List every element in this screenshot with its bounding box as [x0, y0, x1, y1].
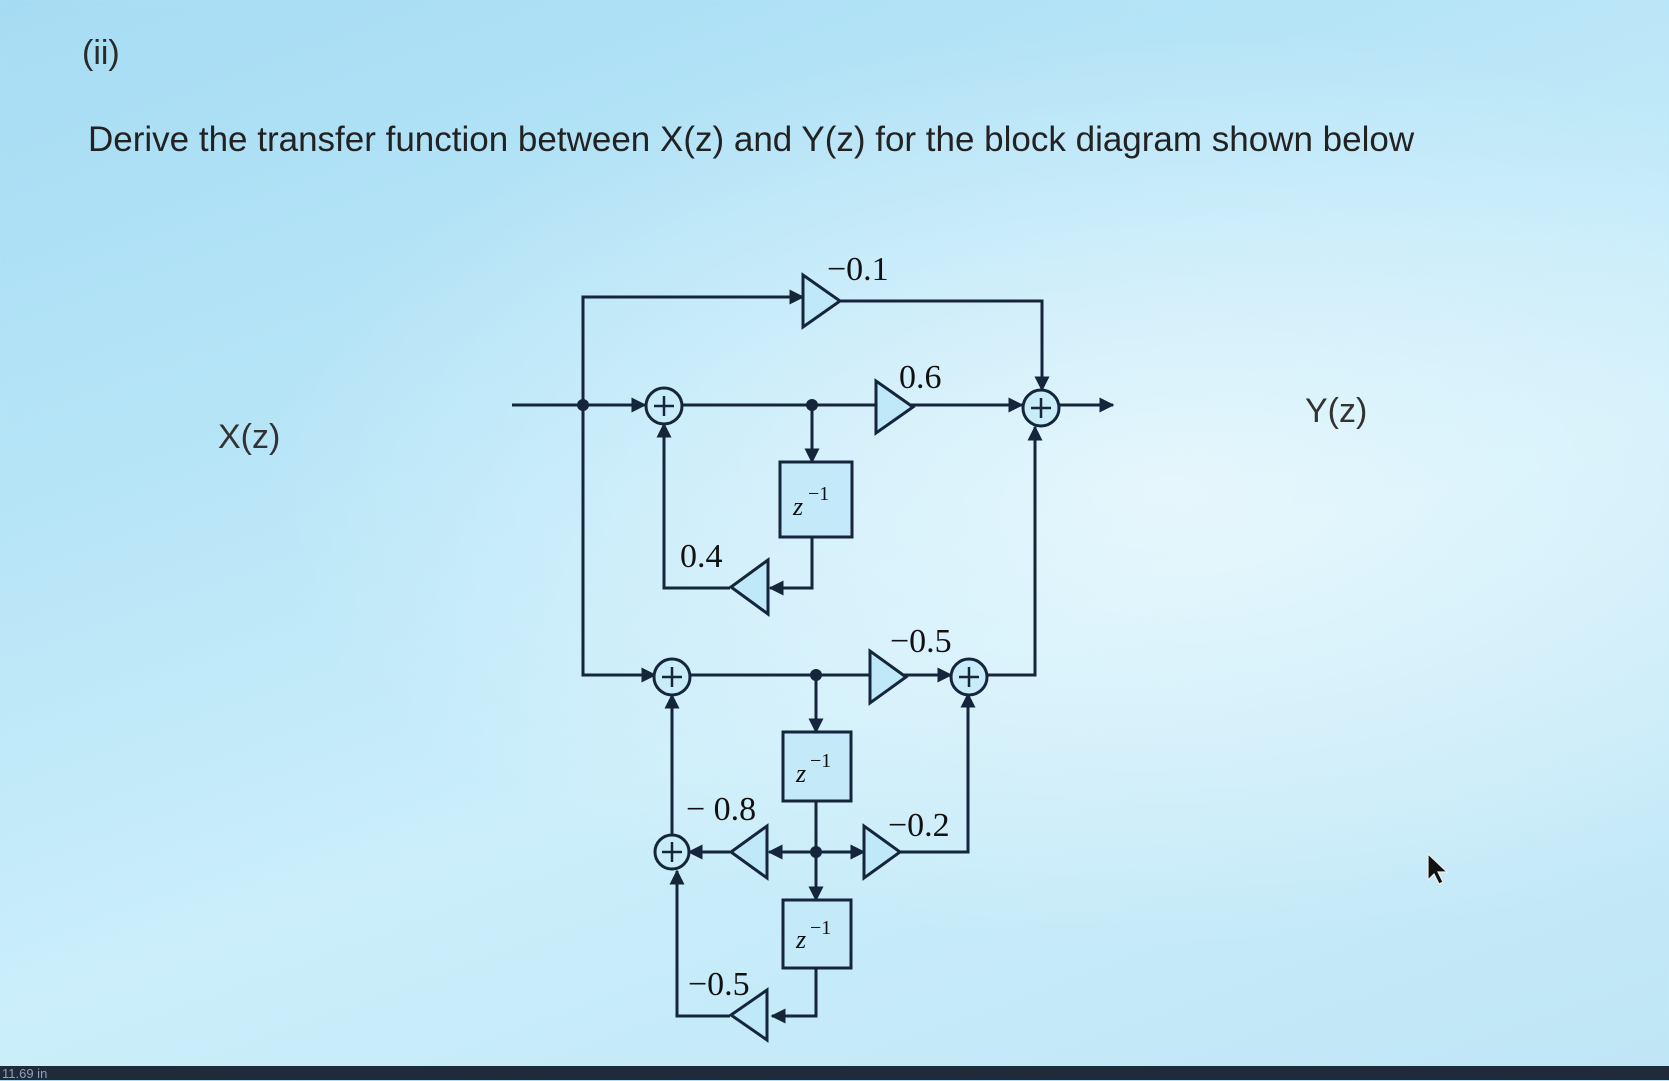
- delay-symbol: z: [792, 492, 803, 521]
- branch-node: [577, 399, 589, 411]
- taskbar: [0, 1066, 1669, 1080]
- branch-node: [810, 846, 822, 858]
- gain-label-lower-feedback-1: − 0.8: [686, 791, 756, 828]
- question-part-label: (ii): [82, 34, 120, 72]
- delay-block-lower-2: z −1: [781, 898, 853, 970]
- delay-exponent: −1: [810, 917, 831, 939]
- gain-label-lower-forward: −0.5: [890, 623, 952, 660]
- gain-label-upper-feedback: 0.4: [680, 538, 723, 575]
- delay-symbol: z: [795, 925, 806, 954]
- branch-node: [810, 669, 822, 681]
- gain-label-lower-tap: −0.2: [888, 807, 950, 844]
- gain-label-lower-feedback-2: −0.5: [688, 966, 750, 1003]
- gain-block-upper-feedback: [728, 557, 770, 617]
- gain-block-lower-forward: [868, 648, 909, 706]
- zoom-readout: 11.69 in: [2, 1066, 48, 1081]
- gain-block-lower-feedback-1: [728, 823, 769, 881]
- summing-junction-upper-input: [644, 386, 684, 426]
- output-label: Y(z): [1305, 392, 1368, 430]
- delay-block-upper: z −1: [778, 460, 854, 539]
- gain-block-top: [801, 272, 843, 330]
- signal-wires: [512, 289, 1115, 1024]
- mouse-pointer-icon: [1427, 852, 1449, 885]
- gain-block-upper-forward: [874, 378, 916, 436]
- delay-exponent: −1: [808, 483, 829, 505]
- question-text: Derive the transfer function between X(z…: [88, 120, 1415, 159]
- input-label: X(z): [218, 418, 281, 456]
- delay-block-lower-1: z −1: [781, 730, 853, 803]
- gain-block-lower-tap: [862, 823, 903, 881]
- gain-label-upper-forward: 0.6: [899, 359, 942, 396]
- delay-symbol: z: [795, 759, 806, 788]
- summing-junction-lower-output: [949, 657, 989, 697]
- junction-dots: [577, 399, 822, 858]
- summing-junction-output: [1021, 388, 1061, 428]
- delay-exponent: −1: [810, 750, 831, 772]
- gain-label-top-bypass: −0.1: [827, 251, 889, 288]
- branch-node: [806, 399, 818, 411]
- summing-junction-lower-feedback: [653, 833, 691, 871]
- gain-block-lower-feedback-2: [728, 987, 769, 1043]
- summing-junction-lower-input: [652, 657, 692, 697]
